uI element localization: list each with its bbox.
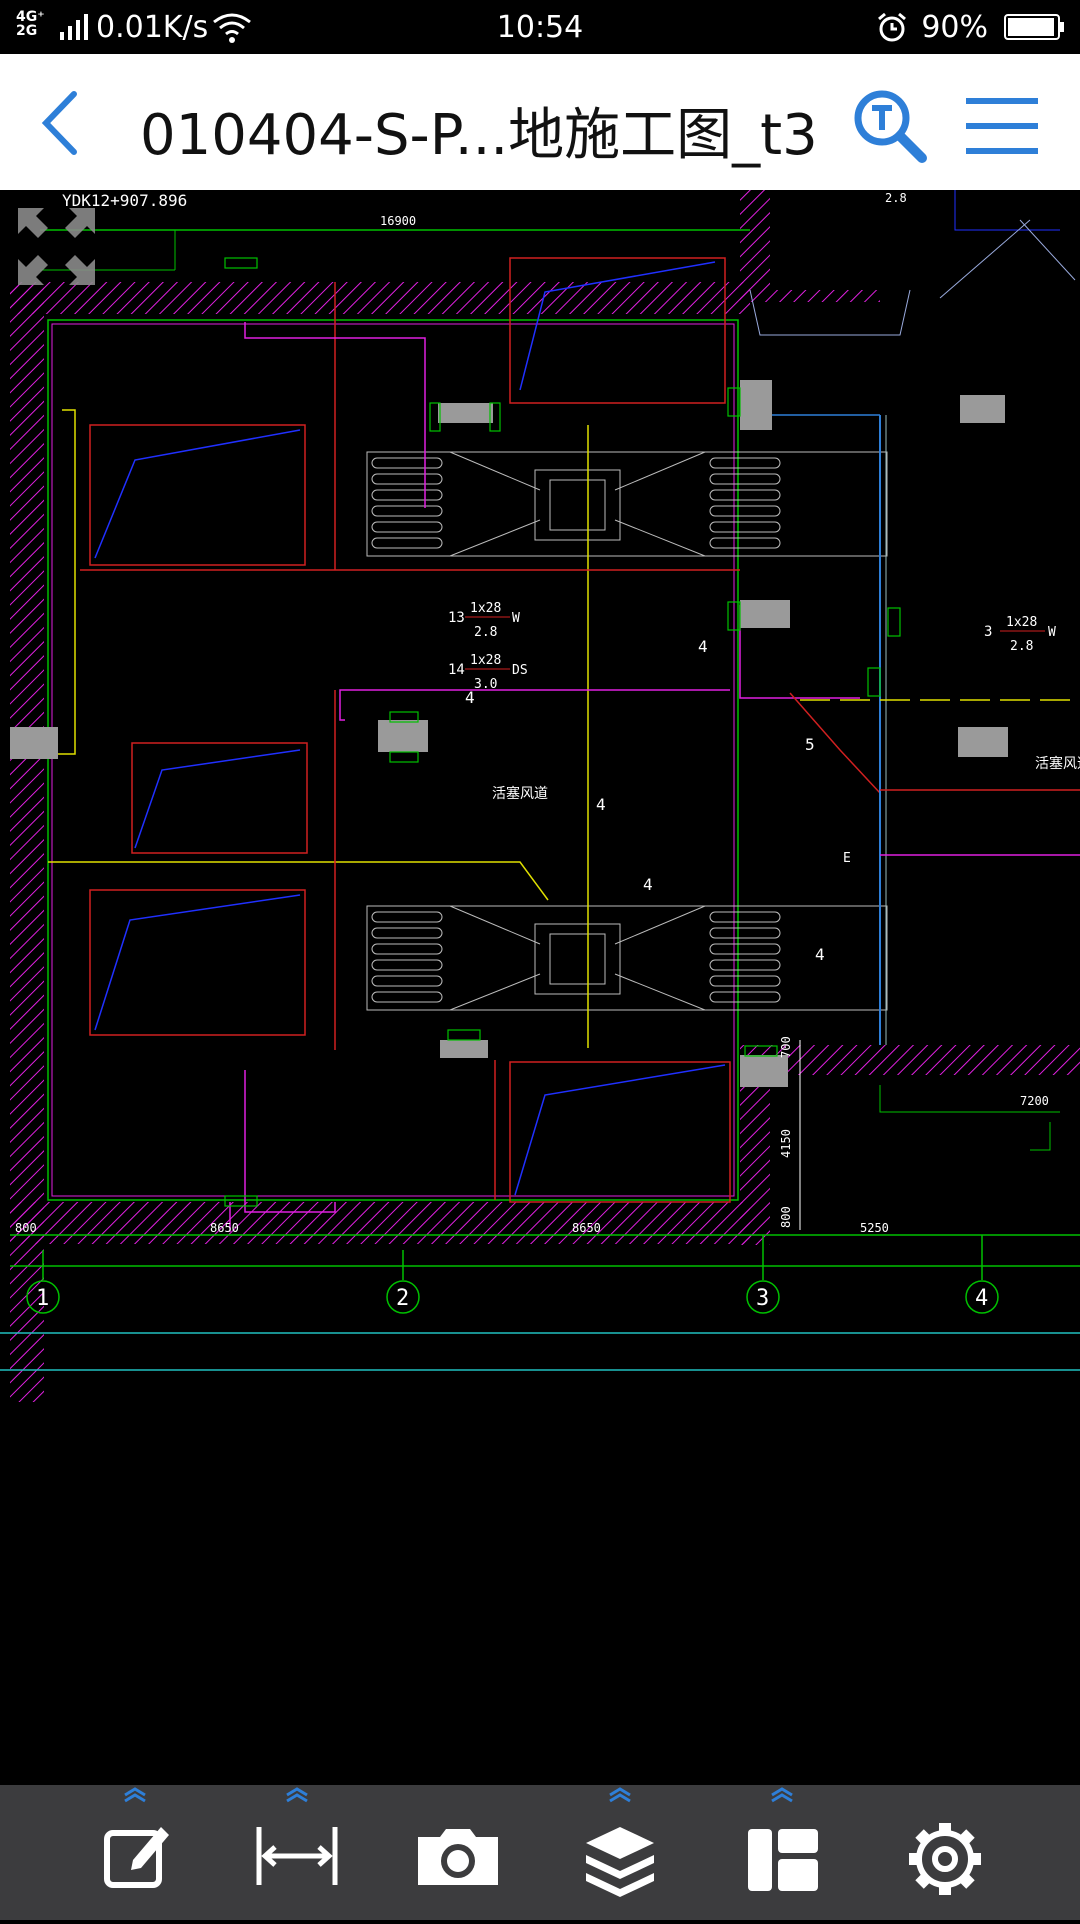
back-icon[interactable] [36,88,86,158]
annotation-4-b: 4 [465,688,475,707]
cad-drawing[interactable]: YDK12+907.896 16900 [0,190,1080,1785]
svg-text:14: 14 [448,662,465,678]
svg-text:1x28: 1x28 [470,653,501,668]
layers-icon [586,1827,654,1897]
status-bar: 4G⁺ 2G 0.01K/s 10:54 90% [0,0,1080,54]
dim-right-c: 800 [779,1206,793,1228]
svg-text:W: W [512,611,520,626]
fan-unit-upper [366,451,888,557]
annotation-4-a: 4 [698,637,708,656]
annotation-13: 13 1x28 2.8 W [448,601,520,640]
fan-unit-lower [366,905,888,1011]
svg-text:3: 3 [984,624,992,640]
svg-text:DS: DS [512,663,528,678]
menu-icon[interactable] [964,94,1040,158]
settings-button[interactable] [885,1785,1005,1920]
piston-duct-label-right: 活塞风道 [1035,755,1080,772]
annotation-3: 3 1x28 2.8 W [984,615,1056,654]
edit-button[interactable] [75,1785,195,1920]
piston-duct-label: 活塞风道 [492,785,548,802]
edit-icon [104,1827,169,1888]
text-search-icon[interactable] [852,88,928,164]
camera-button[interactable] [398,1785,518,1920]
dim-right-b: 4150 [779,1129,793,1158]
dim-top-right: 2.8 [885,191,907,205]
dim-top: 16900 [380,214,416,228]
svg-text:2.8: 2.8 [1010,639,1033,654]
svg-text:1x28: 1x28 [1006,615,1037,630]
wall-top-right-ledge [740,290,880,302]
wifi-icon [213,13,251,43]
svg-text:1x28: 1x28 [470,601,501,616]
axis-4: 4 [975,1286,988,1311]
dim-bottom-c: 8650 [572,1221,601,1235]
axis-2: 2 [396,1286,409,1311]
drawing-canvas[interactable]: YDK12+907.896 16900 [0,190,1080,1785]
annotation-14: 14 1x28 3.0 DS [448,653,528,692]
axis-markers [26,1235,999,1314]
svg-text:3.0: 3.0 [474,677,497,692]
dim-bottom-d: 5250 [860,1221,889,1235]
annotation-4-c: 4 [596,795,606,814]
camera-icon [418,1829,498,1885]
battery-percent: 90% [921,10,988,45]
measure-icon [256,1827,338,1885]
e-label: E [843,851,851,866]
network-type: 4G⁺ 2G [16,9,45,39]
wall-bottom [10,1202,750,1244]
wall-top [10,282,750,314]
layout-icon [748,1829,818,1891]
measure-button[interactable] [237,1785,357,1920]
svg-text:2.8: 2.8 [474,625,497,640]
dim-bottom-a: 800 [15,1221,37,1235]
wall-top-right [740,190,770,290]
dim-right-e: 7200 [1020,1094,1049,1108]
axis-3: 3 [756,1286,769,1311]
bottom-toolbar [0,1785,1080,1920]
axis-1: 1 [36,1286,49,1311]
settings-icon [909,1823,981,1895]
battery-icon [1004,14,1064,40]
station-label: YDK12+907.896 [62,191,187,210]
wall-right-floor [770,1045,1080,1075]
layers-button[interactable] [560,1785,680,1920]
annotation-5: 5 [805,735,815,754]
dim-right-a: 700 [779,1036,793,1058]
clock: 10:54 [496,10,584,45]
document-title: 010404-S-P...地施工图_t3 [140,103,818,168]
svg-text:W: W [1048,625,1056,640]
layout-button[interactable] [722,1785,842,1920]
annotation-4-e: 4 [815,945,825,964]
alarm-icon [878,12,906,42]
fullscreen-icon[interactable] [18,208,95,285]
network-speed: 0.01K/s [96,10,209,45]
svg-text:13: 13 [448,610,465,626]
annotation-4-d: 4 [643,875,653,894]
header-bar: 010404-S-P...地施工图_t3 [0,54,1080,190]
dim-bottom-b: 8650 [210,1221,239,1235]
signal-icon [60,14,88,40]
